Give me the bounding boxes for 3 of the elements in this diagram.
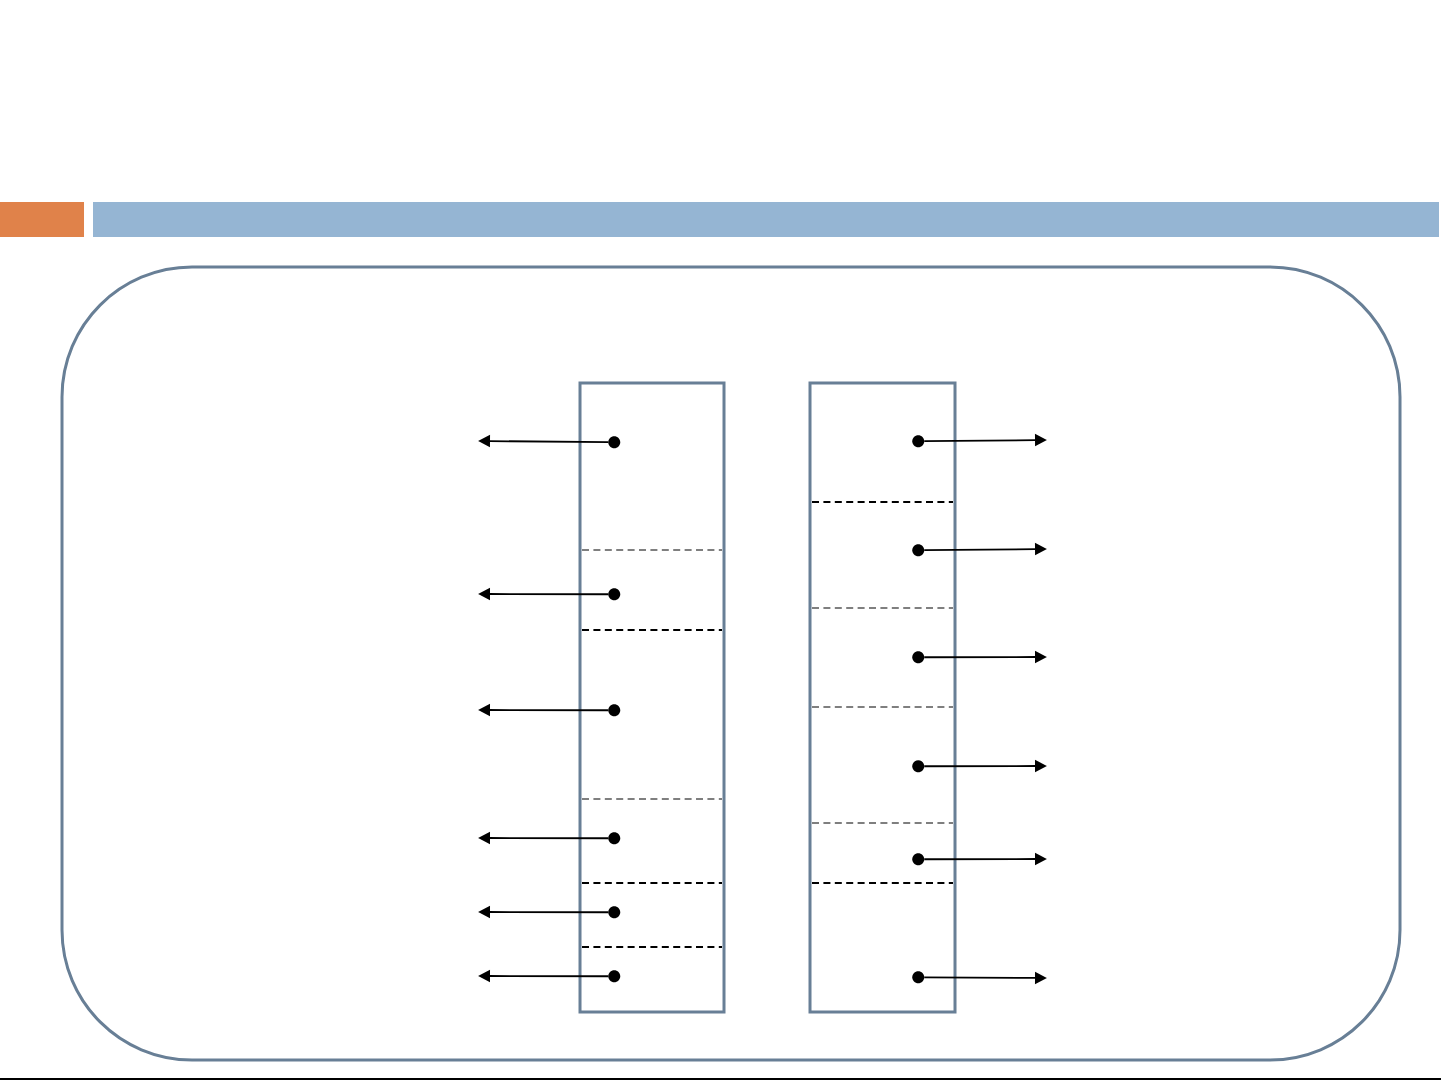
column-box	[578, 381, 726, 1014]
rounded-frame	[60, 265, 1402, 1062]
column-box	[808, 381, 957, 1014]
